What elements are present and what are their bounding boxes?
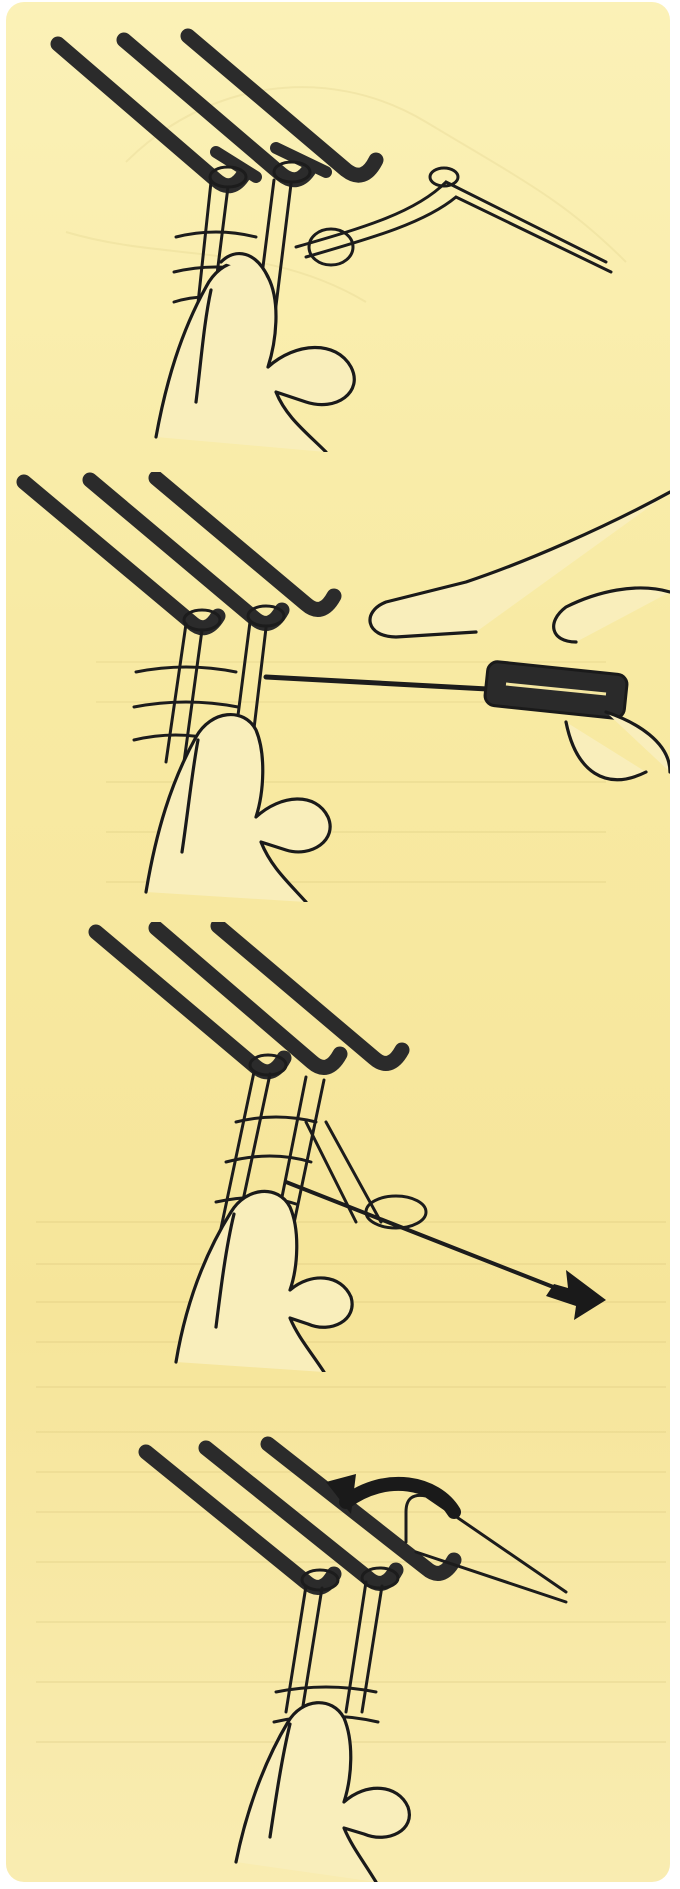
rotate-arrow-icon <box>6 1392 670 1882</box>
step-2-illustration <box>6 472 670 902</box>
step-3-illustration <box>6 922 670 1372</box>
pull-direction-arrow-icon <box>6 922 670 1372</box>
step-4-illustration <box>6 1392 670 1882</box>
needles-with-loops-icon <box>6 22 670 452</box>
instruction-page <box>6 2 670 1882</box>
transfer-tool-on-needles-icon <box>6 472 670 902</box>
step-1-illustration <box>6 22 670 452</box>
